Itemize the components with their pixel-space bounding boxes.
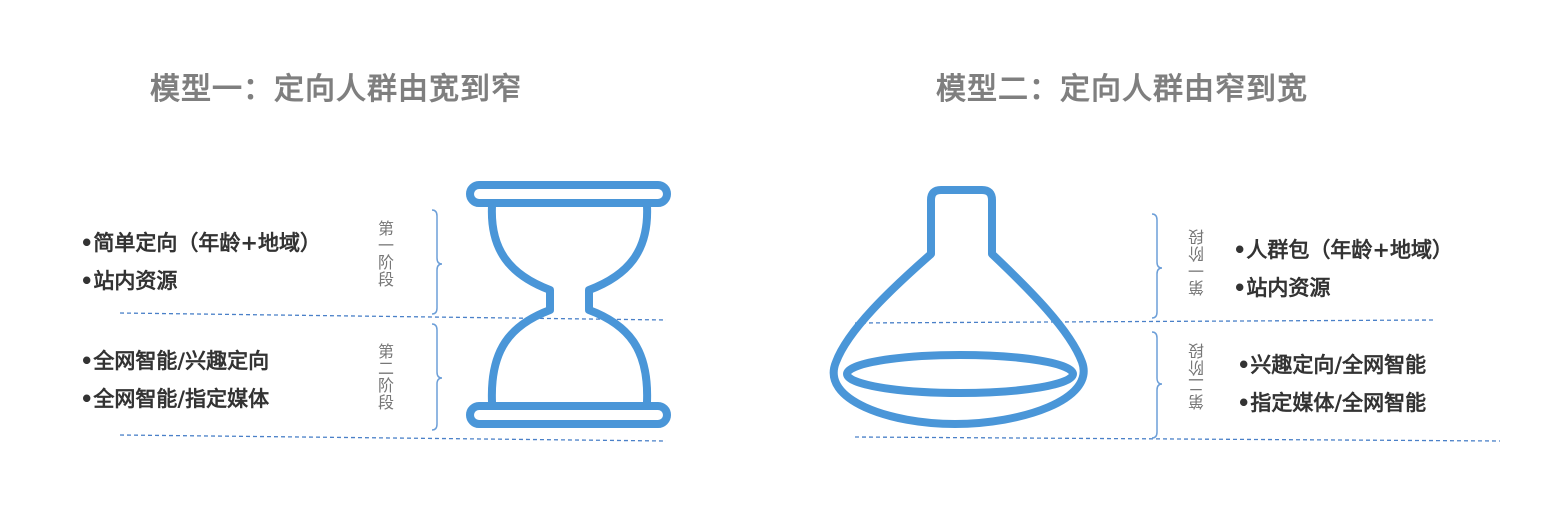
right-stage2-list: •兴趣定向/全网智能 •指定媒体/全网智能: [1237, 346, 1426, 422]
list-item: •兴趣定向/全网智能: [1237, 353, 1427, 377]
hourglass-icon: [466, 181, 671, 428]
list-item: •简单定向（年龄+地域）: [80, 231, 322, 255]
left-stage2-label: 第二阶段: [375, 343, 394, 411]
right-model-title: 模型二：定向人群由窄到宽: [936, 72, 1308, 107]
list-item: •全网智能/指定媒体: [80, 387, 270, 411]
left-bottom-divider: [119, 434, 667, 442]
left-stage1-label: 第一阶段: [375, 220, 394, 288]
list-item: •站内资源: [1233, 276, 1331, 300]
list-item: •全网智能/兴趣定向: [80, 349, 270, 373]
list-item: •指定媒体/全网智能: [1237, 391, 1427, 415]
right-stage2-bracket: [1151, 331, 1163, 439]
left-stage-divider: [119, 312, 667, 321]
right-bottom-divider: [854, 436, 1501, 442]
list-item: •人群包（年龄+地域）: [1233, 238, 1454, 262]
left-stage1-bracket: [431, 209, 443, 315]
left-stage2-list: •全网智能/兴趣定向 •全网智能/指定媒体: [80, 342, 269, 418]
right-stage1-list: •人群包（年龄+地域） •站内资源: [1233, 231, 1453, 307]
left-stage2-bracket: [431, 323, 443, 431]
list-item: •站内资源: [80, 269, 178, 293]
right-stage-divider: [854, 319, 1436, 324]
left-stage1-list: •简单定向（年龄+地域） •站内资源: [80, 224, 321, 300]
flask-icon: [829, 186, 1088, 428]
left-model-title: 模型一：定向人群由宽到窄: [150, 72, 522, 107]
right-stage1-bracket: [1151, 213, 1163, 319]
